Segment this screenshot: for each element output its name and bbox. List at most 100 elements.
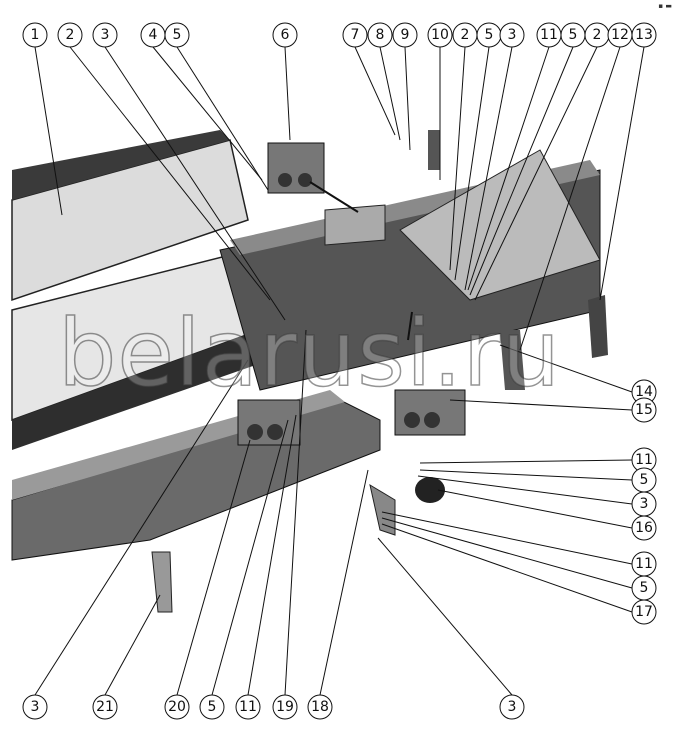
callout-number: 2	[66, 27, 75, 43]
corner-mark: ▪ ▬	[658, 2, 672, 10]
callout-circle	[272, 22, 298, 48]
leader-line	[319, 469, 369, 696]
part-callout: 3	[92, 22, 118, 48]
hydraulic-valve-block-20	[237, 399, 301, 446]
part-callout: 18	[307, 694, 333, 720]
part-callout: 17	[631, 599, 657, 625]
leader-line	[152, 46, 263, 181]
part-callout: 11	[235, 694, 261, 720]
bracket-plate	[324, 204, 386, 246]
part-callout: 13	[631, 22, 657, 48]
part-callout: 5	[631, 575, 657, 601]
part-callout: 2	[584, 22, 610, 48]
callout-number: 11	[239, 699, 257, 715]
callout-circle	[235, 694, 261, 720]
part-callout: 1	[22, 22, 48, 48]
callout-number: 3	[640, 496, 649, 512]
callout-number: 12	[611, 27, 629, 43]
leader-line	[104, 594, 161, 696]
leader-line	[69, 46, 271, 301]
leader-line	[419, 459, 633, 464]
leader-line	[467, 46, 550, 291]
callout-circle	[22, 694, 48, 720]
callout-number: 15	[635, 402, 653, 418]
callout-number: 1	[31, 27, 40, 43]
part-callout: 10	[427, 22, 453, 48]
callout-circle	[499, 22, 525, 48]
callout-number: 5	[208, 699, 217, 715]
callout-circle	[631, 397, 657, 423]
leader-line	[211, 419, 289, 696]
callout-circle	[272, 694, 298, 720]
part-callout: 5	[164, 22, 190, 48]
part-callout: 11	[631, 447, 657, 473]
callout-number: 16	[635, 520, 653, 536]
leader-line	[404, 46, 411, 151]
leader-line	[284, 46, 291, 141]
callout-circle	[392, 22, 418, 48]
hydraulic-valve-block-15	[394, 389, 466, 436]
callout-circle	[631, 515, 657, 541]
leader-line	[284, 329, 307, 696]
callout-circle	[307, 694, 333, 720]
leader-line	[104, 46, 286, 321]
callout-circle	[199, 694, 225, 720]
callout-number: 2	[461, 27, 470, 43]
leader-line	[381, 523, 633, 613]
part-callout: 5	[199, 694, 225, 720]
part-callout: 8	[367, 22, 393, 48]
callout-circle	[367, 22, 393, 48]
watermark: belarusi.ru	[57, 299, 561, 408]
leader-line	[449, 399, 633, 411]
callout-number: 11	[635, 452, 653, 468]
callout-number: 21	[96, 699, 114, 715]
part-callout: 3	[499, 694, 525, 720]
leader-line	[419, 469, 633, 481]
callout-number: 14	[635, 384, 653, 400]
callout-number: 3	[508, 27, 517, 43]
callout-number: 5	[640, 472, 649, 488]
part-callout: 15	[631, 397, 657, 423]
callout-number: 3	[101, 27, 110, 43]
callout-number: 11	[635, 556, 653, 572]
callout-number: 7	[351, 27, 360, 43]
platform-plate	[399, 149, 601, 301]
hydraulic-valve-block-6	[267, 142, 325, 194]
leader-line	[417, 475, 633, 505]
callout-number: 5	[640, 580, 649, 596]
callout-number: 3	[508, 699, 517, 715]
part-callout: 5	[560, 22, 586, 48]
callout-number: 20	[168, 699, 186, 715]
leader-line	[34, 46, 63, 216]
part-callout: 20	[164, 694, 190, 720]
part-callout: 2	[452, 22, 478, 48]
callout-number: 9	[401, 27, 410, 43]
callout-number: 5	[569, 27, 578, 43]
callout-circle	[92, 22, 118, 48]
callout-circle	[22, 22, 48, 48]
leader-line	[379, 46, 401, 141]
callout-circle	[342, 22, 368, 48]
leader-lines	[34, 46, 645, 696]
callout-circle	[631, 599, 657, 625]
callout-number: 19	[276, 699, 294, 715]
horn-16	[415, 477, 445, 503]
leader-line	[474, 46, 598, 301]
part-callout: 7	[342, 22, 368, 48]
callout-circle	[427, 22, 453, 48]
leader-line	[449, 46, 466, 271]
leader-line	[454, 46, 490, 281]
callout-circle	[499, 694, 525, 720]
callout-number: 13	[635, 27, 653, 43]
part-callout: 5	[476, 22, 502, 48]
leader-line	[381, 511, 633, 565]
part-callout: 3	[499, 22, 525, 48]
leader-line	[247, 414, 297, 696]
part-callout: 12	[607, 22, 633, 48]
part-callout: 11	[631, 551, 657, 577]
callout-number: 18	[311, 699, 329, 715]
part-callout: 14	[631, 379, 657, 405]
part-callout: 9	[392, 22, 418, 48]
